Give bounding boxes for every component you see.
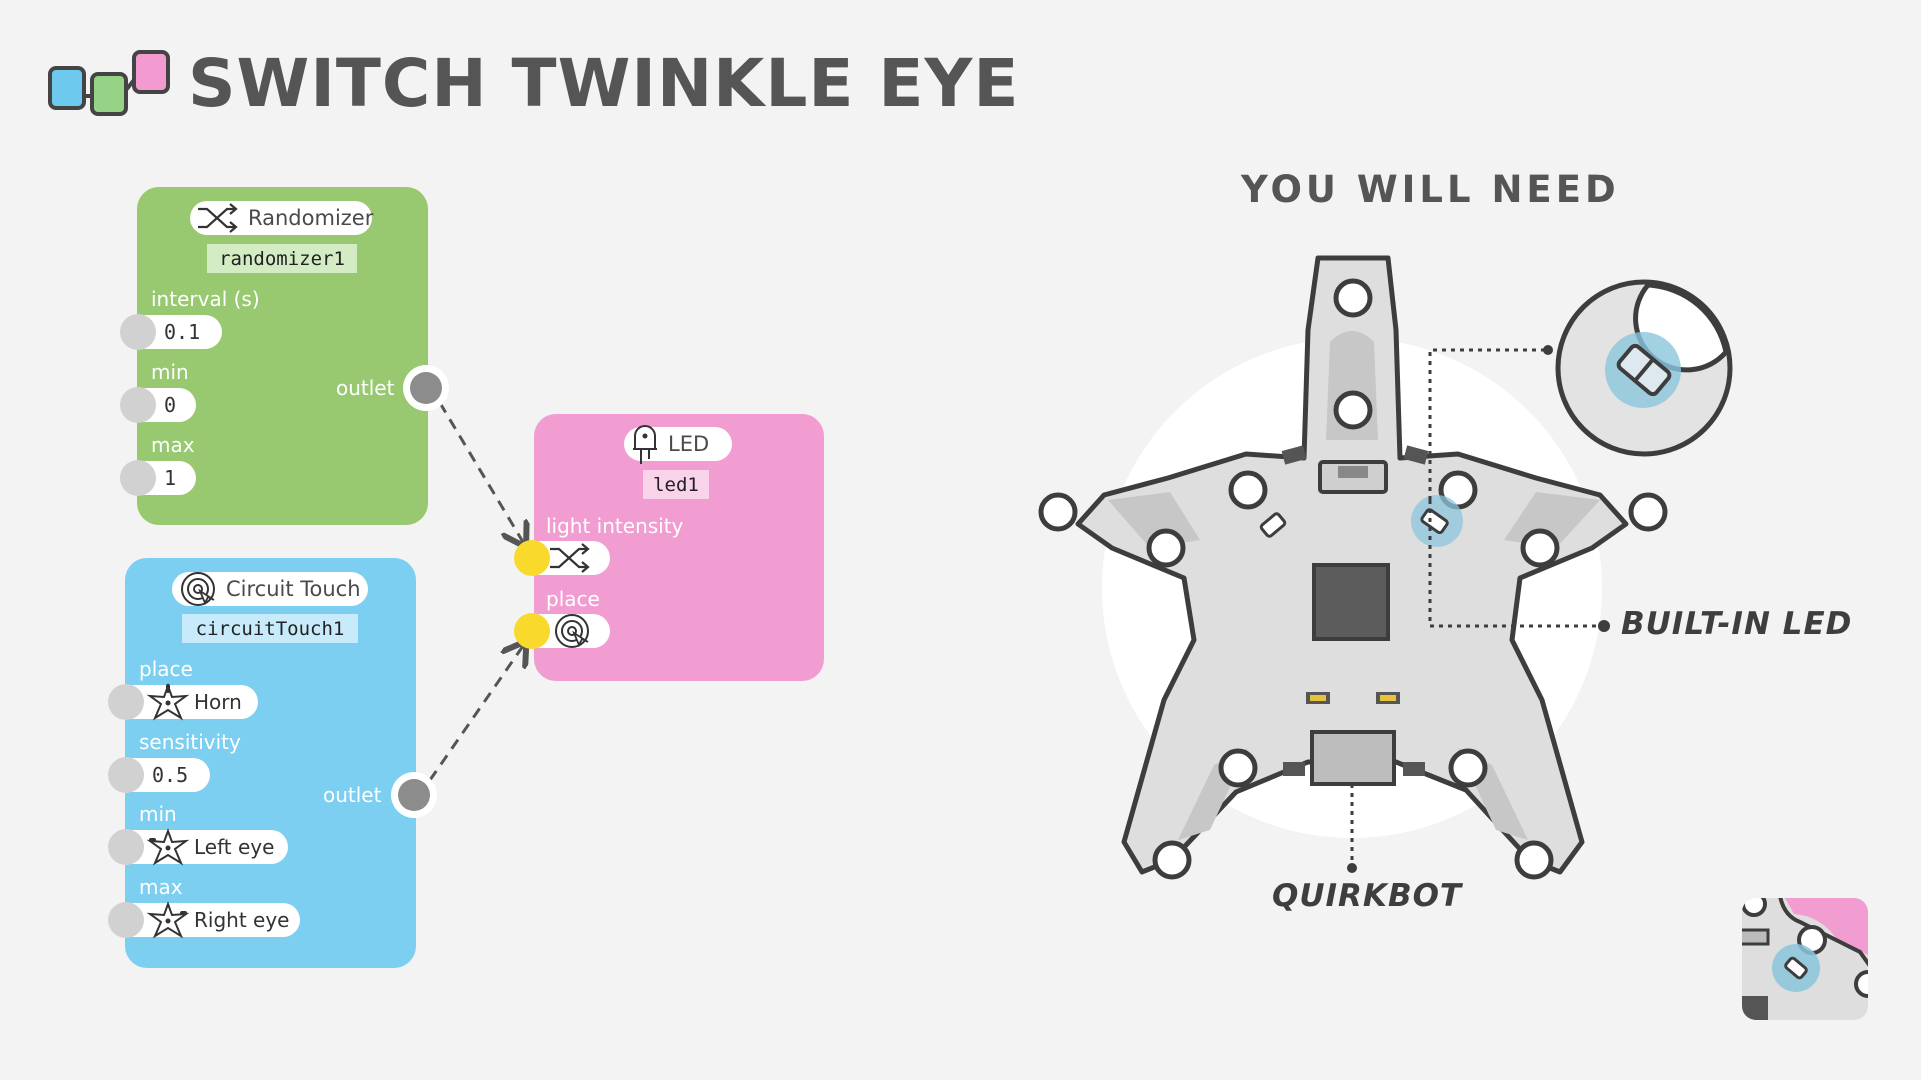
randomizer-id: randomizer1: [207, 244, 357, 273]
circuit-touch-outlet-label: outlet: [323, 783, 382, 807]
sensitivity-label: sensitivity: [139, 730, 241, 754]
quirkbot-label: QUIRKBOT: [1272, 878, 1463, 914]
min-label: min: [151, 360, 189, 384]
light-intensity-label: light intensity: [546, 514, 684, 538]
logo-icon: [48, 50, 170, 116]
touch-min-label: min: [139, 802, 177, 826]
sensitivity-inport[interactable]: [108, 757, 144, 793]
shuffle-icon: [198, 203, 238, 233]
led-header[interactable]: LED: [624, 425, 732, 464]
place-field[interactable]: Horn: [126, 683, 258, 721]
light-intensity-inport[interactable]: [514, 540, 550, 576]
quirkbot-icon: [146, 683, 190, 721]
touch-max-field[interactable]: Right eye: [126, 901, 300, 939]
wire-randomizer-to-led: [438, 402, 523, 542]
touch-max-label: max: [139, 875, 183, 899]
touch-max-value: Right eye: [194, 908, 290, 932]
thumbnail-icon: [1742, 898, 1868, 1020]
circuit-touch-outlet-port[interactable]: [391, 772, 437, 818]
led-type-label: LED: [668, 432, 710, 456]
randomizer-outlet-label: outlet: [336, 376, 395, 400]
led-place-inport[interactable]: [514, 613, 550, 649]
interval-label: interval (s): [151, 287, 260, 311]
led-bulb-icon: [633, 425, 657, 464]
circuit-touch-id: circuitTouch1: [182, 614, 358, 643]
built-in-led-callout: BUILT-IN LED: [1621, 606, 1853, 642]
shuffle-icon: [550, 543, 590, 573]
led-place-label: place: [546, 587, 600, 611]
min-inport[interactable]: [120, 387, 156, 423]
touch-min-inport[interactable]: [108, 829, 144, 865]
quirkbot-board-illustration: [1038, 255, 1733, 880]
max-label: max: [151, 433, 195, 457]
place-label: place: [139, 657, 193, 681]
led-id: led1: [643, 470, 709, 499]
interval-field[interactable]: 0.1: [138, 315, 222, 349]
place-inport[interactable]: [108, 684, 144, 720]
max-inport[interactable]: [120, 460, 156, 496]
quirkbot-icon: [146, 828, 190, 866]
page-title: SWITCH TWINKLE EYE: [188, 45, 1020, 122]
place-value: Horn: [194, 690, 242, 714]
circuit-touch-type-label: Circuit Touch: [226, 577, 361, 601]
touch-min-field[interactable]: Left eye: [126, 828, 288, 866]
interval-inport[interactable]: [120, 314, 156, 350]
you-will-need-heading: YOU WILL NEED: [1241, 168, 1620, 211]
circuit-touch-header[interactable]: Circuit Touch: [172, 572, 368, 606]
wire-touch-to-led: [428, 646, 523, 781]
randomizer-type-label: Randomizer: [248, 206, 374, 230]
quirkbot-icon: [146, 901, 190, 939]
touch-target-icon: [181, 572, 215, 606]
randomizer-header[interactable]: Randomizer: [190, 201, 374, 235]
touch-min-value: Left eye: [194, 835, 275, 859]
touch-target-icon: [555, 614, 589, 648]
randomizer-outlet-port[interactable]: [403, 365, 449, 411]
touch-max-inport[interactable]: [108, 902, 144, 938]
